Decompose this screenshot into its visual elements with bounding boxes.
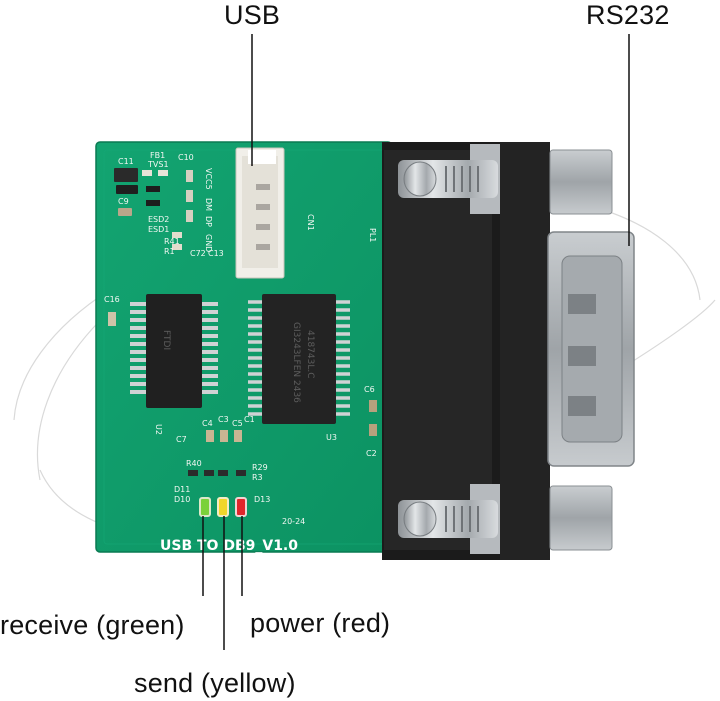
chip-u3-marking2: 418743L.C bbox=[305, 330, 315, 379]
silkscreen-refs: C11 FB1 TVS1 C10 C9 ESD2 ESD1 R41 R1 C72… bbox=[104, 151, 377, 504]
chip-u3: GI3243LFEN 2436 418743L.C U3 bbox=[248, 294, 350, 442]
ref-c11: C11 bbox=[118, 157, 134, 166]
chip-u3-marking: GI3243LFEN 2436 bbox=[291, 322, 301, 403]
ref-c10: C10 bbox=[178, 153, 194, 162]
ref-pl1: PL1 bbox=[368, 228, 377, 242]
ref-r1: R1 bbox=[164, 247, 175, 256]
ref-d13: D13 bbox=[254, 495, 270, 504]
rs232-callout-label: RS232 bbox=[586, 0, 670, 30]
ref-c16: C16 bbox=[104, 295, 120, 304]
db9-connector bbox=[382, 142, 635, 560]
receive-callout-label: receive (green) bbox=[0, 610, 185, 640]
ref-c6: C6 bbox=[364, 385, 375, 394]
ref-d10: D10 bbox=[174, 495, 190, 504]
ref-d11: D11 bbox=[174, 485, 190, 494]
status-leds bbox=[199, 497, 247, 517]
ref-cn1: CN1 bbox=[306, 214, 315, 231]
ref-r40: R40 bbox=[186, 459, 202, 468]
ref-esd2: ESD2 bbox=[148, 215, 169, 224]
ref-c9: C9 bbox=[118, 197, 129, 206]
ref-r3: R3 bbox=[252, 473, 263, 482]
ref-u3: U3 bbox=[326, 433, 337, 442]
ref-r29: R29 bbox=[252, 463, 268, 472]
board-silkscreen-title: USB TO DB9_V1.0 bbox=[160, 538, 298, 554]
pin-dp: DP bbox=[204, 216, 213, 227]
pin-gnd: GND bbox=[204, 234, 213, 252]
led-green bbox=[199, 497, 211, 517]
power-callout-label: power (red) bbox=[250, 608, 391, 638]
usb-callout-label: USB bbox=[224, 0, 281, 30]
callout-lines bbox=[202, 34, 630, 650]
smd-components bbox=[108, 168, 377, 476]
chip-u2: FTDI U2 bbox=[130, 294, 218, 435]
ref-c4: C4 bbox=[202, 419, 213, 428]
led-red bbox=[235, 497, 247, 517]
ref-tvs1: TVS1 bbox=[147, 160, 169, 169]
ref-u2: U2 bbox=[154, 424, 163, 435]
send-callout-label: send (yellow) bbox=[134, 668, 296, 698]
board-date-code: 20-24 bbox=[282, 517, 305, 526]
usb-header-connector bbox=[235, 147, 285, 279]
ref-c13: C13 bbox=[208, 249, 224, 258]
ref-c1: C1 bbox=[244, 415, 255, 424]
pin-vcc5: VCC5 bbox=[204, 168, 213, 190]
ref-r41: R41 bbox=[164, 237, 180, 246]
pin-dm: DM bbox=[204, 198, 213, 211]
ref-fb1: FB1 bbox=[150, 151, 165, 160]
ref-c2: C2 bbox=[366, 449, 377, 458]
ref-c5: C5 bbox=[232, 419, 243, 428]
ref-c7: C7 bbox=[176, 435, 187, 444]
ref-c72: C72 bbox=[190, 249, 206, 258]
chip-u2-marking: FTDI bbox=[161, 330, 171, 350]
led-yellow bbox=[217, 497, 229, 517]
ref-c3: C3 bbox=[218, 415, 229, 424]
usb-pin-labels: VCC5 DM DP GND bbox=[204, 168, 213, 252]
ref-esd1: ESD1 bbox=[148, 225, 169, 234]
